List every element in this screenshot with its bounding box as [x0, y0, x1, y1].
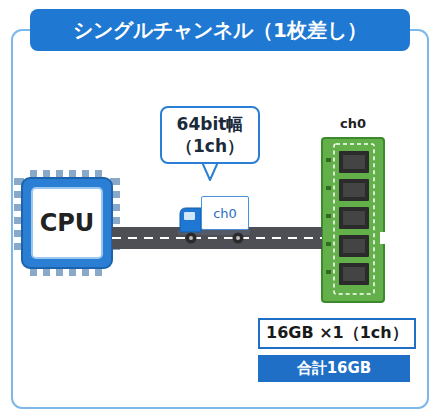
- dram-chip: [339, 179, 369, 201]
- callout-pointer: [202, 162, 218, 180]
- smd-part: [326, 214, 331, 218]
- truck-wheel: [233, 233, 244, 244]
- truck-window: [184, 212, 195, 220]
- cpu-die: [32, 188, 102, 258]
- truck-cab: [180, 208, 201, 232]
- node-text: ch0: [213, 206, 237, 221]
- dram-chip: [339, 263, 369, 285]
- truck-hub: [236, 236, 240, 240]
- dram-chip: [339, 235, 369, 257]
- title-banner: シングルチャンネル（1枚差し）: [30, 9, 410, 51]
- total-box: 合計16GB: [258, 355, 410, 382]
- cpu-chip: [22, 178, 112, 268]
- dram-chip: [339, 151, 369, 173]
- node-text: CPU: [40, 209, 95, 237]
- outer-frame: [12, 30, 428, 408]
- smd-part: [326, 270, 331, 274]
- memory-channel: ch0: [322, 138, 384, 302]
- channel-heading: ch0: [322, 116, 384, 131]
- capacity-box: 16GB ×1（1ch）: [258, 318, 416, 349]
- node-text: 合計16GB: [297, 359, 372, 378]
- smd-part: [326, 158, 331, 162]
- cpu-chip-label: CPU: [22, 178, 112, 268]
- callout-bubble: 64bit幅 （1ch）: [160, 106, 260, 164]
- module-notch: [380, 232, 386, 244]
- smd-part: [326, 242, 331, 246]
- node-text: 64bit幅 （1ch）: [168, 113, 252, 157]
- truck-cargo: ch0: [201, 196, 249, 230]
- memory-chips: [326, 151, 369, 285]
- truck-hub: [189, 236, 193, 240]
- node-text: 16GB ×1（1ch）: [266, 323, 408, 344]
- memory-bus-road: [112, 238, 322, 239]
- truck-wheel: [186, 233, 197, 244]
- road-surface: [112, 227, 322, 249]
- smd-part: [326, 186, 331, 190]
- cpu-pins: [14, 170, 120, 276]
- memory-module: [322, 138, 384, 302]
- dram-chip-face: [343, 183, 365, 197]
- dram-chip: [339, 207, 369, 229]
- dram-chip-face: [343, 211, 365, 225]
- dram-chip-face: [343, 155, 365, 169]
- road-center-line: [112, 237, 322, 239]
- channel-outline: [334, 144, 374, 294]
- dram-chip-face: [343, 267, 365, 281]
- dram-chip-face: [343, 239, 365, 253]
